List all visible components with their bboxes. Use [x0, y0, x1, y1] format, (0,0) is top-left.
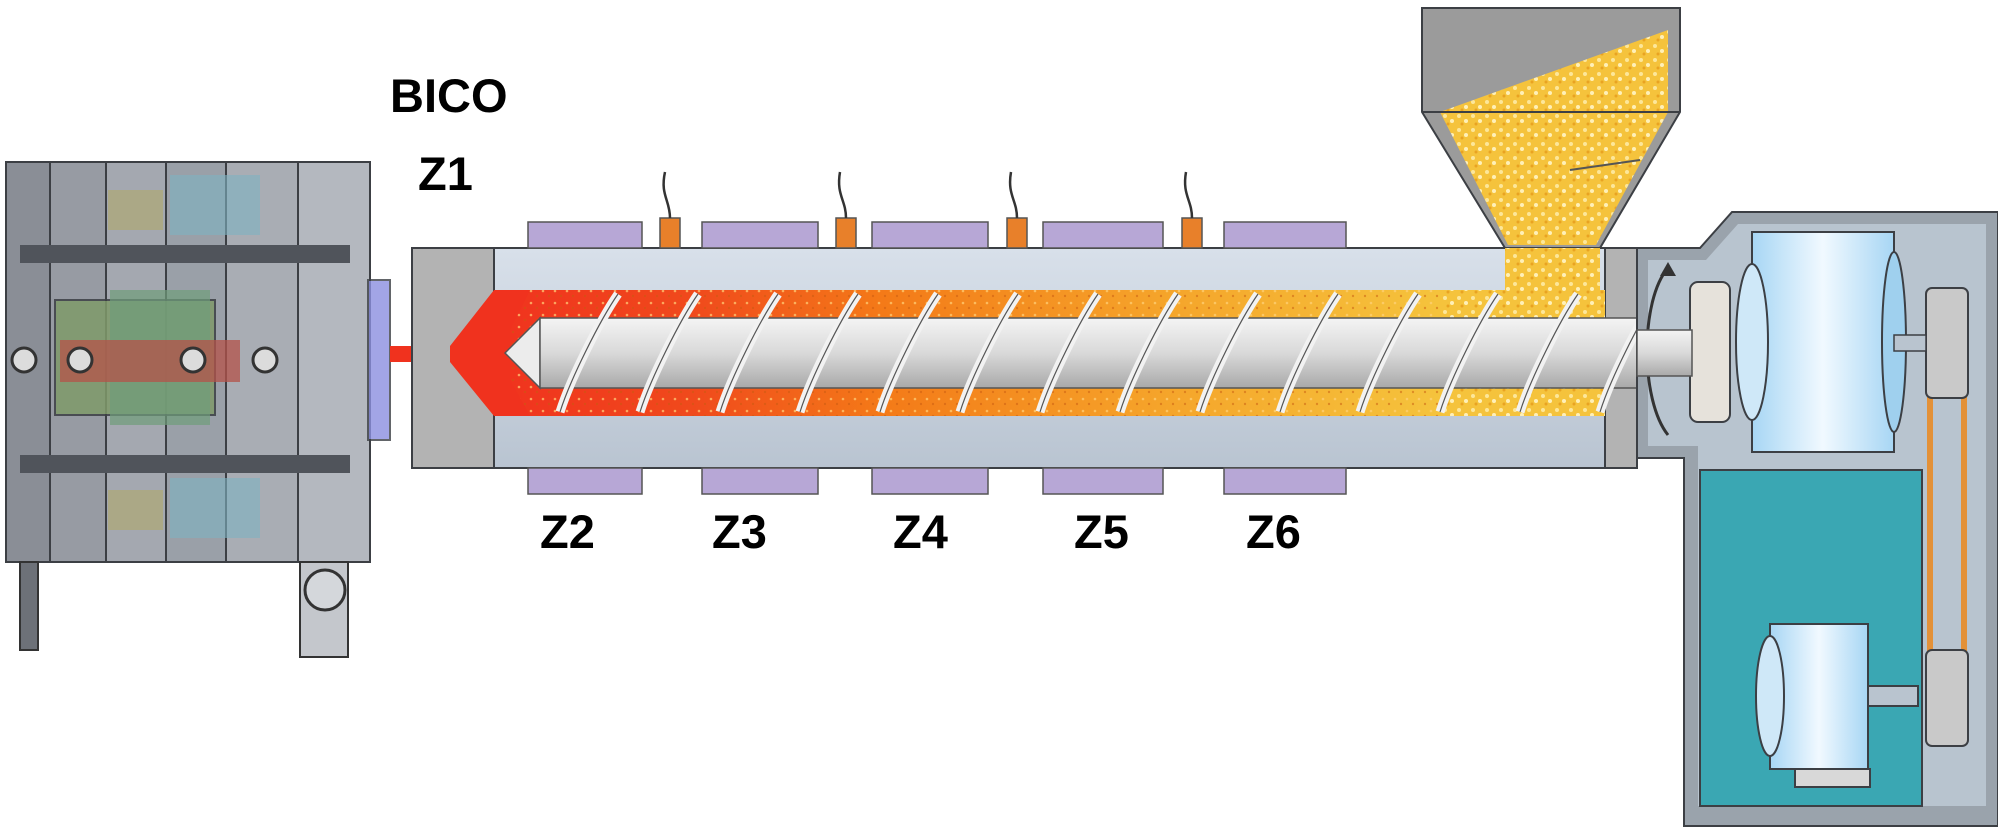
screw-flight-edge — [1039, 293, 1099, 413]
label-z1: Z1 — [418, 147, 473, 200]
tie-bar — [20, 455, 350, 473]
thermocouple-wire — [1008, 171, 1019, 219]
heater-bands — [527, 221, 1347, 495]
screw-flight-edge — [1519, 293, 1579, 413]
screw-flight-edge — [559, 293, 619, 413]
nozzle-plate — [367, 279, 391, 441]
screw-flight-edge — [1359, 293, 1419, 413]
gearbox — [1751, 231, 1895, 453]
heater-band-top — [1223, 221, 1347, 249]
drive-unit — [1636, 211, 1998, 827]
label-z2: Z2 — [540, 505, 595, 558]
heater-band-top — [527, 221, 643, 249]
thermocouple — [1006, 217, 1028, 249]
thermocouple — [1181, 217, 1203, 249]
guide-block — [108, 190, 163, 230]
hopper-crack — [1569, 159, 1641, 171]
thermocouple-wire — [1183, 171, 1194, 219]
heater-band-bottom — [1042, 467, 1164, 495]
heater-band-top — [701, 221, 819, 249]
motor-base — [1794, 768, 1871, 788]
heater-band-bottom — [1223, 467, 1347, 495]
bolt — [66, 346, 94, 374]
label-z6: Z6 — [1246, 505, 1301, 558]
screw-flight-edge — [1279, 293, 1339, 413]
hopper-throat — [1505, 248, 1600, 290]
heater-band-bottom — [871, 467, 989, 495]
screw — [503, 291, 1701, 414]
heater-band-top — [1042, 221, 1164, 249]
heater-band-top — [871, 221, 989, 249]
upper-pulley — [1925, 287, 1969, 399]
screw-flight-edge — [719, 293, 779, 413]
rotation-arrowhead — [1660, 262, 1676, 276]
bolt — [10, 346, 38, 374]
lower-pulley — [1925, 649, 1969, 747]
screw-shaft — [539, 317, 1701, 389]
motor-shaft — [1867, 685, 1919, 707]
thermocouple — [835, 217, 857, 249]
thermocouple-wire — [837, 171, 848, 219]
label-bico: BICO — [390, 69, 508, 122]
mold-wheel — [303, 568, 347, 612]
guide-block — [108, 490, 163, 530]
label-z4: Z4 — [893, 505, 948, 558]
barrel-nozzle-tip — [450, 290, 530, 416]
mold-assembly — [5, 161, 391, 658]
cooling-block — [170, 175, 260, 235]
screw-flight-edge — [799, 293, 859, 413]
screw-flight-edge — [639, 293, 699, 413]
bolt — [179, 346, 207, 374]
label-z5: Z5 — [1074, 505, 1129, 558]
label-z3: Z3 — [712, 505, 767, 558]
screw-flights — [555, 291, 1662, 414]
thermocouples — [659, 171, 1203, 249]
screw-flight-edge — [1439, 293, 1499, 413]
heater-band-bottom — [701, 467, 819, 495]
screw-flight-edge — [1199, 293, 1259, 413]
thermocouple-wire — [662, 171, 672, 219]
cooling-block — [170, 478, 260, 538]
hopper — [1421, 7, 1681, 290]
screw-flight-edge — [959, 293, 1019, 413]
screw-flight-edge — [1119, 293, 1179, 413]
gearbox-shaft — [1893, 334, 1927, 352]
screw-flight-edge — [879, 293, 939, 413]
tie-bar — [20, 245, 350, 263]
thermocouple — [659, 217, 681, 249]
heater-band-bottom — [527, 467, 643, 495]
hopper-granules — [1440, 30, 1668, 245]
screw-shaft-extension — [1636, 329, 1693, 377]
motor-end — [1755, 635, 1785, 757]
coupling-disc — [1689, 281, 1731, 423]
motor-body — [1769, 623, 1869, 770]
mold-leg — [19, 561, 39, 651]
mold-plate — [297, 161, 371, 563]
gearbox-end — [1735, 263, 1769, 421]
bolt — [251, 346, 279, 374]
